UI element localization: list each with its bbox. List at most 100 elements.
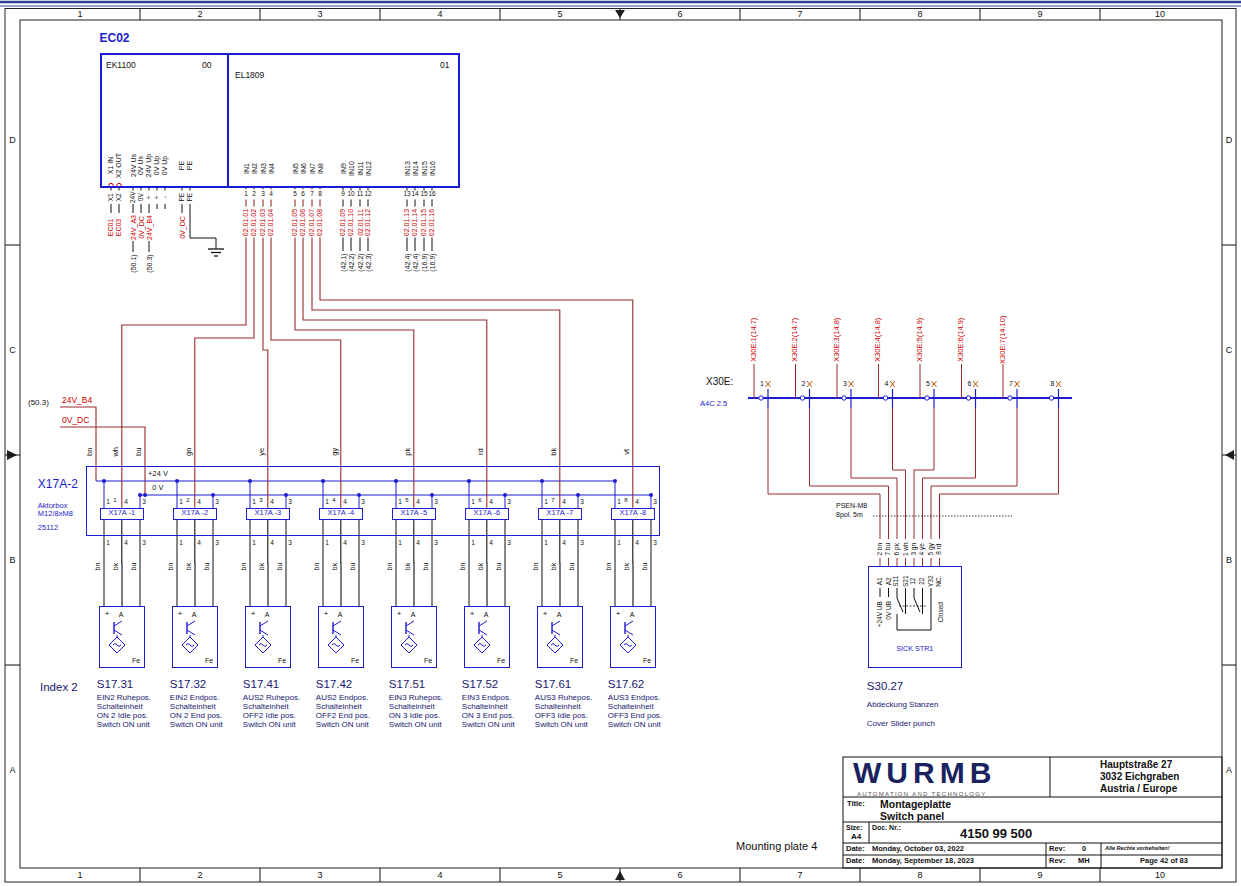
schematic-label: 4 [635, 499, 639, 506]
wire-line [111, 188, 112, 191]
frame-tick [980, 868, 981, 882]
schematic-label: Fe [278, 657, 286, 664]
schematic-label: A [9, 766, 15, 775]
schematic-label: Size: [846, 824, 862, 831]
schematic-label: C [9, 346, 16, 355]
schematic-label: IN6 [300, 163, 307, 174]
schematic-label: 02.01.04 [268, 208, 275, 235]
schematic-label: 3 [288, 540, 292, 547]
schematic-label: 4 [416, 540, 420, 547]
wire-line [177, 520, 178, 606]
wire-line [505, 520, 506, 606]
schematic-label: 0 [1082, 845, 1086, 853]
schematic-label: 02.01.10 [348, 208, 355, 235]
schematic-label: + [397, 610, 402, 618]
frame-tick [620, 9, 621, 21]
connector-box: X17A -1 [100, 508, 144, 520]
frame-tick [5, 245, 20, 246]
schematic-label: bk [551, 562, 558, 569]
wire-line [415, 200, 416, 207]
schematic-label: 02.01.03 [260, 208, 267, 235]
schematic-label: 3 [580, 540, 584, 547]
schematic-label: 6 [968, 380, 972, 387]
schematic-label: 4 [416, 499, 420, 506]
schematic-label: X2 [116, 193, 123, 201]
wire-line [368, 238, 369, 252]
wire-line [360, 188, 361, 191]
wire-line [359, 520, 360, 606]
schematic-label: 3 gn [911, 543, 918, 556]
schematic-label: B [1226, 556, 1232, 565]
terminal [850, 389, 851, 408]
schematic-label: A [1226, 766, 1232, 775]
wire-line [343, 188, 344, 191]
wire-line [182, 188, 183, 191]
terminal [975, 389, 976, 408]
schematic-label: bn [94, 562, 101, 570]
reference-wire [837, 364, 838, 398]
schematic-label: 3 [317, 871, 322, 880]
schematic-label: A [630, 611, 635, 618]
junction-dot [143, 493, 147, 497]
terminal [767, 389, 768, 408]
junction-dot [211, 493, 215, 497]
schematic-label: 0 V [152, 484, 163, 492]
schematic-label: bk [113, 562, 120, 569]
schematic-label: X30E: [706, 377, 733, 387]
title-block-rule [843, 822, 1222, 823]
schematic-label: 5 [293, 191, 297, 198]
schematic-label: 3 [288, 499, 292, 506]
wire-line [424, 188, 425, 191]
schematic-label: bn [313, 562, 320, 570]
wire-line [880, 588, 881, 597]
wire-line [141, 188, 142, 191]
schematic-label: 24V Up [145, 153, 152, 176]
frame-tick [1100, 868, 1101, 882]
sensor-symbol [113, 644, 121, 647]
schematic-label: 5 gy [928, 543, 935, 555]
schematic-label: 4 [635, 540, 639, 547]
frame-tick [620, 868, 621, 882]
frame-tick [5, 665, 20, 666]
title-block-rule [869, 822, 870, 843]
schematic-label: Index 2 [40, 682, 78, 694]
schematic-label: 4 [269, 191, 273, 198]
sensor-symbol [260, 621, 268, 626]
schematic-label: 1 [760, 380, 764, 387]
contact-symbol [897, 630, 931, 631]
schematic-label: 9 [1037, 871, 1042, 880]
cable-core [768, 408, 880, 539]
schematic-label: 8 [624, 497, 627, 503]
header-rule [0, 1, 1241, 4]
frame-tick [500, 9, 501, 21]
sensor-symbol [625, 630, 633, 635]
schematic-label: 02.01.02 [251, 208, 258, 235]
actuator-box: X17A-2Aktorbox M12/8xM825112X17A -1X17A … [86, 466, 660, 536]
schematic-label: 3 [434, 540, 438, 547]
terminal-screw [966, 396, 970, 400]
sensor-symbol [332, 622, 333, 634]
schematic-label: 1 [544, 540, 548, 547]
schematic-label: bu [203, 562, 210, 570]
wire-line [140, 520, 141, 606]
wire-line [651, 520, 652, 606]
schematic-label: Monday, September 18, 2023 [872, 857, 974, 865]
connector-box: X17A -7 [538, 508, 582, 520]
schematic-label: X30E:6(14.9) [958, 318, 966, 362]
terminal-mark [766, 381, 771, 387]
schematic-label: bu [641, 562, 648, 570]
schematic-label: 4 [885, 380, 889, 387]
node-text: X17A -6 [466, 509, 508, 517]
schematic-label: 4 [437, 871, 442, 880]
wire-line [141, 204, 142, 213]
schematic-label: 1 [325, 499, 329, 506]
wire-colour-label: vt [623, 449, 631, 455]
schematic-label: C [1226, 346, 1233, 355]
junction-dot [540, 479, 544, 483]
schematic-label: Page 42 of 83 [1140, 857, 1188, 865]
wire-line [104, 481, 105, 508]
schematic-label: AUTOMATION AND TECHNOLOGY [857, 791, 987, 797]
wire-line [119, 204, 120, 213]
